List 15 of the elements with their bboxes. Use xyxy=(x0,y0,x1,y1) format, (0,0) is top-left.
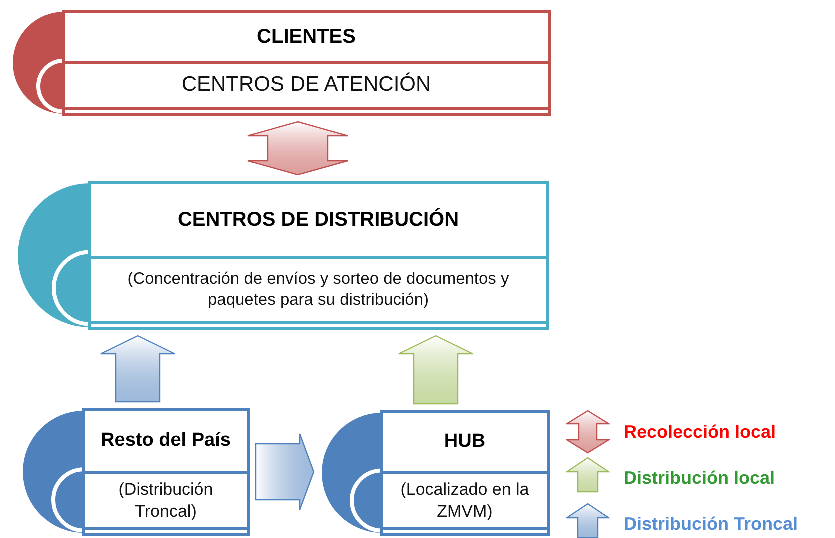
block-arrow xyxy=(255,433,315,511)
card-heading: Resto del País xyxy=(101,430,231,452)
card-heading: CLIENTES xyxy=(257,26,356,48)
block-arrow xyxy=(398,335,474,405)
card-description: (Concentración de envíos y sorteo de documentos y paquetes para su distribución) xyxy=(126,269,510,311)
legend-label: Distribución Troncal xyxy=(624,514,798,534)
card-heading: HUB xyxy=(444,431,486,453)
block-arrow xyxy=(247,121,349,176)
block-arrow xyxy=(100,335,176,403)
card-description: (Localizado en la ZMVM) xyxy=(400,479,530,522)
card-description: CENTROS DE ATENCIÓN xyxy=(182,72,432,98)
card-heading: CENTROS DE DISTRIBUCIÓN xyxy=(178,208,460,232)
legend-label: Distribución local xyxy=(624,468,776,488)
legend-label: Recolección local xyxy=(624,422,776,442)
card-description: (Distribución Troncal) xyxy=(118,479,214,522)
